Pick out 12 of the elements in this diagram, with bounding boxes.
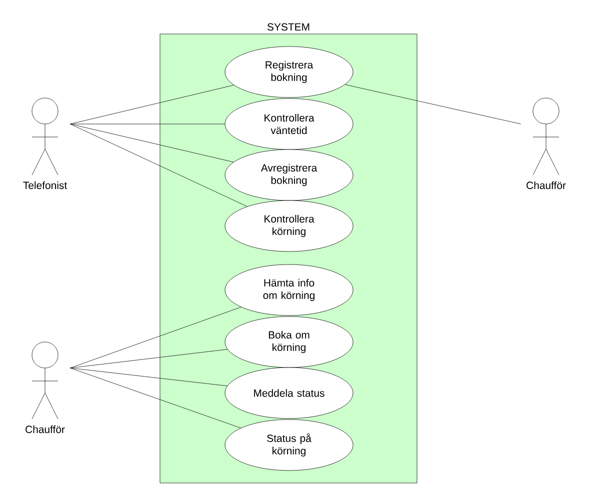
association-line <box>70 84 234 124</box>
actor-label: Chaufför <box>26 425 65 434</box>
association-line <box>70 124 234 162</box>
node-label: SYSTEM <box>267 23 310 31</box>
association-line <box>70 124 248 207</box>
association-line <box>70 349 228 368</box>
association-line <box>344 84 521 124</box>
association-line <box>70 306 242 368</box>
association-line <box>70 368 228 386</box>
actor-label: Chaufför <box>526 181 566 190</box>
association-line <box>70 368 241 428</box>
actor-label: Telefonist <box>23 181 68 190</box>
